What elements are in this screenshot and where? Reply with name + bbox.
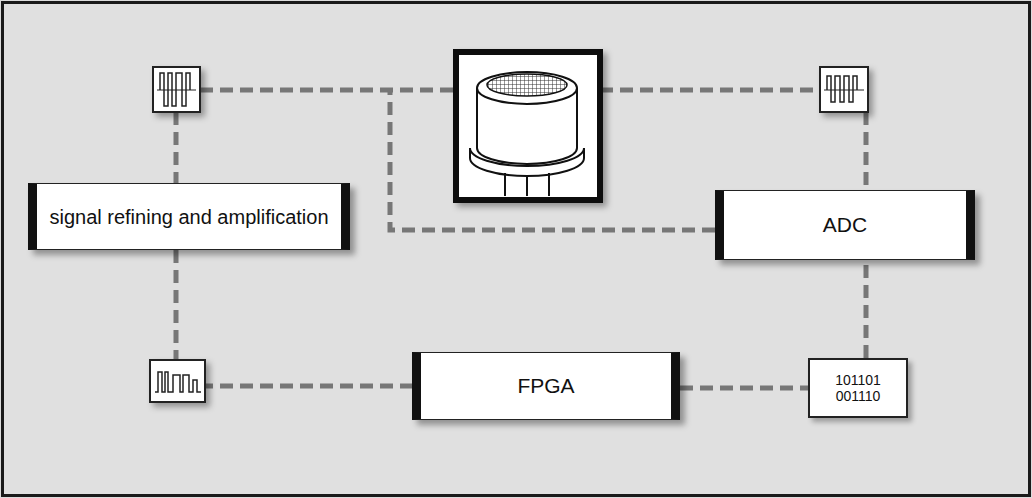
box-label: ADC	[823, 212, 867, 237]
box-label: FPGA	[517, 373, 574, 398]
connector	[680, 386, 808, 391]
pulse-icon	[150, 360, 205, 402]
box-label: signal refining and amplification	[49, 205, 328, 229]
process-box: ADC	[715, 190, 975, 260]
waveform-icon	[153, 67, 200, 112]
signal-wire	[600, 88, 820, 93]
connector	[864, 260, 869, 358]
sensor-illustration	[456, 52, 600, 200]
process-box: signal refining and amplification	[28, 183, 350, 250]
signal-wire	[864, 112, 869, 190]
signal-wire	[200, 88, 455, 93]
waveform-icon	[820, 67, 868, 112]
connector	[176, 250, 412, 386]
data-box: 101101 001110	[808, 358, 908, 418]
process-box: FPGA	[412, 352, 680, 420]
box-label: 101101 001110	[835, 372, 881, 404]
signal-wire	[174, 112, 179, 183]
